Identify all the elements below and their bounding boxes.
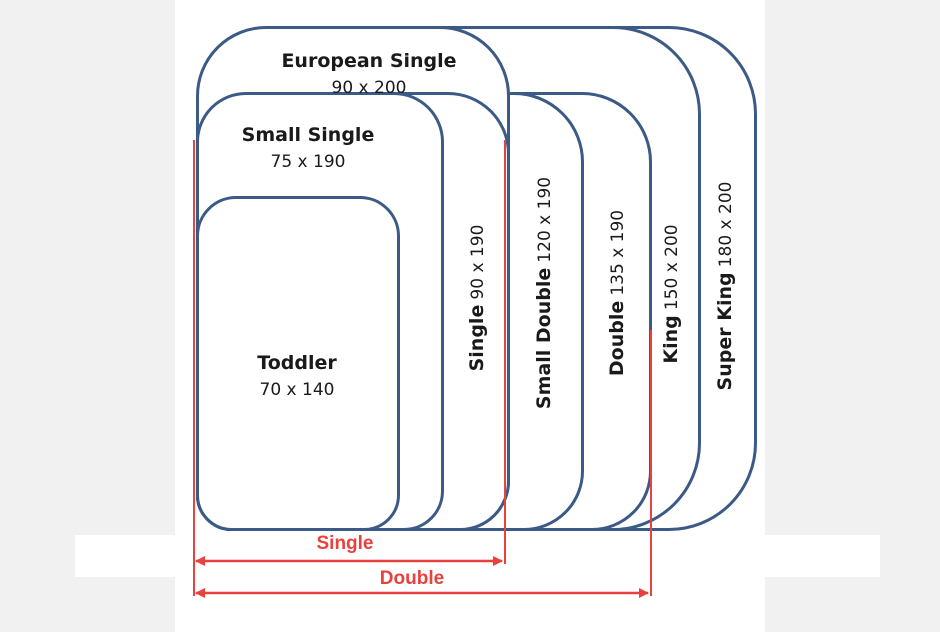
european-single-size: 90 x 200 — [331, 78, 407, 98]
small-single-size: 75 x 190 — [270, 152, 346, 172]
single-guide-line — [504, 140, 506, 564]
double-measure-label: Double — [379, 568, 445, 589]
single-measure-label: Single — [316, 533, 374, 554]
toddler-size: 70 x 140 — [259, 380, 335, 400]
left-guide-line — [193, 140, 195, 596]
european-single-label: European Single — [281, 50, 457, 72]
bed-toddler — [196, 196, 400, 531]
double-guide-line — [650, 330, 652, 596]
toddler-label: Toddler — [257, 352, 337, 374]
small-single-label: Small Single — [241, 124, 375, 146]
